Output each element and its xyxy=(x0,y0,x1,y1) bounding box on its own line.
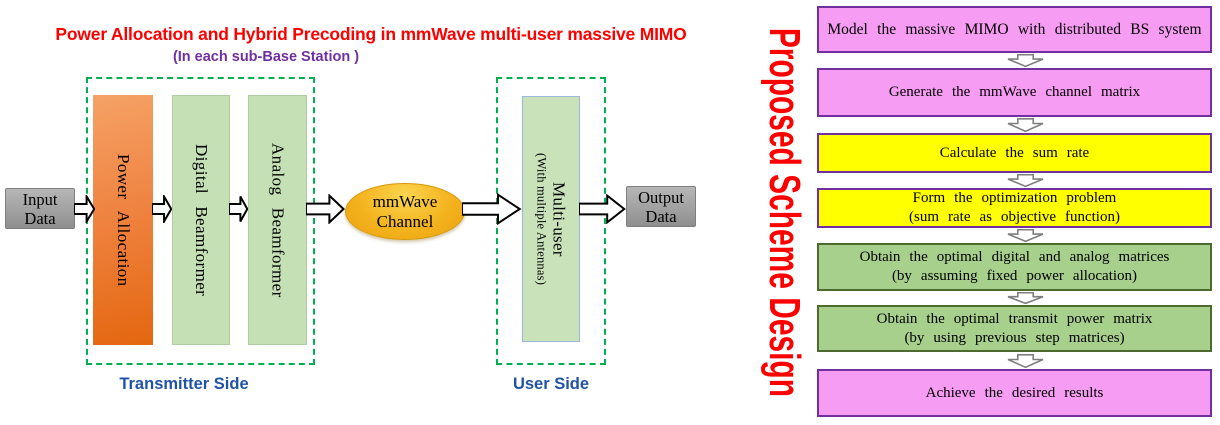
step-obtain-digital-analog-matrices: Obtain the optimal digital and analog ma… xyxy=(817,243,1212,291)
step-line: Form the optimization problem xyxy=(912,190,1117,206)
output-data-line1: Output xyxy=(638,187,684,207)
step-model-massive-mimo: Model the massive MIMO with distributed … xyxy=(817,6,1212,53)
input-data-line1: Input xyxy=(22,189,58,209)
step-line: Obtain the optimal transmit power matrix xyxy=(876,310,1153,327)
down-arrow-icon xyxy=(1007,229,1044,242)
channel-line1: mmWave xyxy=(372,191,438,211)
step-line: Generate the mmWave channel matrix xyxy=(888,84,1141,100)
output-data-line2: Data xyxy=(645,206,677,226)
digital-beamformer-label: Digital Beamformer xyxy=(192,143,211,297)
down-arrow-icon xyxy=(1007,292,1044,304)
right-arrow-icon xyxy=(579,194,626,224)
right-arrow-icon xyxy=(229,195,248,223)
multi-user-label: Multi-user (With multiple Antennas) xyxy=(534,153,569,285)
right-arrow-icon xyxy=(74,195,95,223)
input-data-block: Input Data xyxy=(5,188,75,229)
analog-beamformer-label: Analog Beamformer xyxy=(268,142,288,298)
step-line: (by assuming fixed power allocation) xyxy=(891,268,1138,284)
step-obtain-transmit-power-matrix: Obtain the optimal transmit power matrix… xyxy=(817,305,1212,352)
down-arrow-icon xyxy=(1007,174,1044,187)
step-achieve-desired-results: Achieve the desired results xyxy=(817,369,1212,417)
left-diagram-subtitle: (In each sub-Base Station ) xyxy=(172,49,360,65)
right-arrow-icon xyxy=(152,195,172,223)
transmitter-side-label: Transmitter Side xyxy=(119,375,249,393)
step-line: (by using previous step matrices) xyxy=(904,329,1125,346)
multi-user-block: Multi-user (With multiple Antennas) xyxy=(522,96,580,342)
power-allocation-label: Power Allocation xyxy=(114,153,133,287)
right-arrow-icon xyxy=(462,193,522,225)
right-arrow-icon xyxy=(306,194,345,224)
proposed-scheme-design-text: Proposed Scheme Design xyxy=(760,27,809,397)
step-generate-channel-matrix: Generate the mmWave channel matrix xyxy=(817,68,1212,117)
step-line: Model the massive MIMO with distributed … xyxy=(827,21,1202,38)
step-calculate-sum-rate: Calculate the sum rate xyxy=(817,133,1212,173)
input-data-line2: Data xyxy=(24,208,56,228)
mmwave-channel-ellipse: mmWave Channel xyxy=(345,183,465,240)
digital-beamformer-block: Digital Beamformer xyxy=(172,95,230,345)
step-line: Achieve the desired results xyxy=(925,384,1104,401)
step-line: Calculate the sum rate xyxy=(939,144,1090,161)
output-data-block: Output Data xyxy=(626,186,696,227)
down-arrow-icon xyxy=(1007,354,1044,368)
step-form-optimization-problem: Form the optimization problem (sum rate … xyxy=(817,188,1212,228)
down-arrow-icon xyxy=(1007,118,1044,132)
step-line: Obtain the optimal digital and analog ma… xyxy=(859,249,1170,265)
user-side-label: User Side xyxy=(512,375,590,393)
analog-beamformer-block: Analog Beamformer xyxy=(248,95,307,345)
channel-line2: Channel xyxy=(376,211,434,231)
down-arrow-icon xyxy=(1007,54,1044,67)
multi-user-line1: Multi-user xyxy=(549,181,569,257)
proposed-scheme-design-heading: Proposed Scheme Design xyxy=(752,8,816,416)
power-allocation-block: Power Allocation xyxy=(93,95,153,345)
multi-user-line2: (With multiple Antennas) xyxy=(534,152,549,286)
step-line: (sum rate as objective function) xyxy=(909,209,1120,225)
left-diagram-title: Power Allocation and Hybrid Precoding in… xyxy=(55,24,687,44)
